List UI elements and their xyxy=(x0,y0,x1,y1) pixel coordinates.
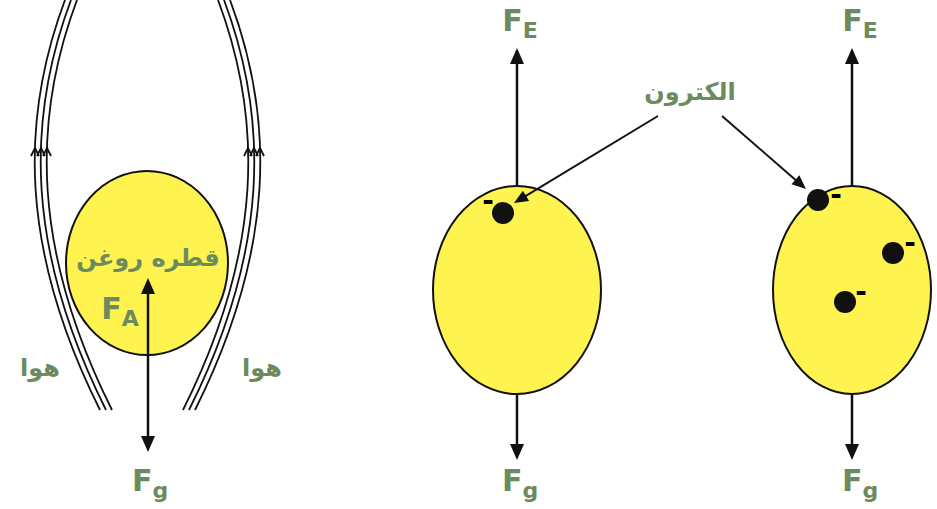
air-label: هوا xyxy=(242,356,282,380)
force-arrow xyxy=(516,395,519,448)
charge-sign: - xyxy=(482,187,494,215)
oil-drop: - xyxy=(432,185,602,395)
force-arrow xyxy=(851,395,854,448)
air-flow-line xyxy=(41,0,106,410)
air-flow-line xyxy=(189,0,254,410)
drop-outline xyxy=(432,185,602,395)
force-label: FE xyxy=(502,6,538,42)
force-arrow-head xyxy=(141,436,155,452)
force-label: Fg xyxy=(132,466,168,502)
force-arrow xyxy=(147,356,150,440)
drop-shape xyxy=(433,186,601,394)
force-arrow-head xyxy=(845,444,859,460)
charge-sign: - xyxy=(904,229,916,257)
drop-shape xyxy=(66,171,228,355)
force-arrow xyxy=(147,290,150,356)
air-flow-line xyxy=(183,0,248,410)
force-label: FA xyxy=(101,294,139,330)
air-flow-line xyxy=(47,0,112,410)
drop-label: قطره روغن xyxy=(76,246,219,270)
air-flow-arrow xyxy=(244,148,252,156)
electron-label: الکترون xyxy=(644,80,735,104)
force-arrow xyxy=(516,60,519,185)
drop-outline xyxy=(772,185,932,395)
force-label: FE xyxy=(842,6,878,42)
force-arrow-head xyxy=(845,48,859,64)
force-arrow-head xyxy=(510,444,524,460)
drop-shape xyxy=(773,186,931,394)
air-flow-line xyxy=(195,0,260,410)
leader-head xyxy=(514,191,529,203)
leader-line xyxy=(722,116,798,182)
electron-dot xyxy=(807,189,829,211)
electron-dot xyxy=(492,202,514,224)
force-label: Fg xyxy=(502,466,538,502)
leader-line xyxy=(523,116,658,198)
air-flow-line xyxy=(35,0,100,410)
charge-sign: - xyxy=(855,278,867,306)
leader-head xyxy=(791,175,806,189)
force-arrow xyxy=(851,60,854,185)
electron-dot xyxy=(882,242,904,264)
force-label: Fg xyxy=(842,466,878,502)
charge-sign: - xyxy=(830,181,842,209)
electron-dot xyxy=(834,291,856,313)
air-label: هوا xyxy=(20,356,60,380)
oil-drop: --- xyxy=(772,185,932,395)
force-arrow-head xyxy=(141,278,155,294)
air-flow-arrow xyxy=(43,148,51,156)
force-arrow-head xyxy=(510,48,524,64)
